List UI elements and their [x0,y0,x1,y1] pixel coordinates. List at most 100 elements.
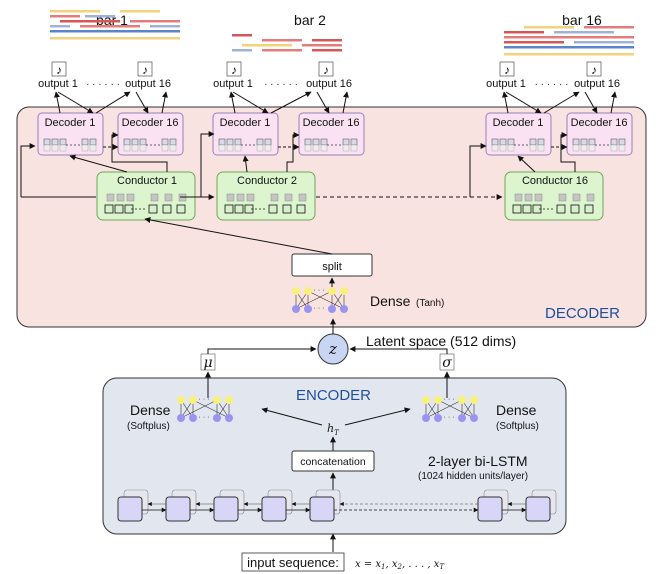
decoder-label: Decoder 16 [303,117,360,129]
piano-roll [232,34,342,52]
music-note-icon: ♪ [323,63,329,77]
dense-top-neuron [213,396,221,404]
piano-roll-note [50,10,100,13]
dense-ellipsis: · · · [199,396,210,403]
note-box [51,61,67,77]
piano-roll-note [524,26,574,29]
dense-bottom-neuron [470,414,478,422]
piano-roll-note [262,49,302,52]
dense-left-label: Dense [130,402,171,418]
bar-group: bar 2♪♪output 1· · · · · ·output 16Decod… [212,12,365,221]
dense-bottom-neuron [458,414,466,422]
dense-right-label: Dense [496,402,537,418]
piano-roll-note [312,39,342,42]
piano-roll-note [584,26,634,29]
note-box [499,61,515,77]
music-note-icon: ♪ [591,63,597,77]
split-label: split [322,261,342,273]
dense-top-neuron [458,396,466,404]
output-first-label: output 1 [38,78,78,90]
dense-right-activation: (Softplus) [496,421,539,432]
latent-z-symbol: z [328,340,337,358]
bar-title: bar 2 [294,12,326,28]
piano-roll-note [85,15,115,18]
dense-softplus-right-layer: · · · · · · [422,396,478,422]
lstm-forward-cell [309,496,335,522]
piano-roll-note [312,49,342,52]
mu-symbol: μ [203,355,212,371]
note-box [137,61,153,77]
sigma-to-z-arrow [349,346,448,354]
dense-softplus-left-layer: · · · · · · [177,396,233,422]
bi-lstm-cells [117,489,557,522]
decoder-label: Decoder 1 [493,117,544,129]
piano-roll-note [50,30,180,33]
output-last-label: output 16 [125,78,171,90]
dense-top-neuron [225,396,233,404]
piano-roll [50,10,180,40]
note-box [226,61,242,77]
h-t-symbol: hT [327,422,340,437]
output-ellipsis: · · · · · · [535,79,569,90]
dense-top-neuron [434,396,442,404]
lstm-forward-cell [261,496,287,522]
piano-roll-note [232,49,252,52]
piano-roll-note [232,34,252,37]
piano-roll-note [554,31,614,34]
piano-roll-note [80,25,140,28]
piano-roll-note [262,39,302,42]
dense-ellipsis: · · · [199,414,210,421]
music-note-icon: ♪ [56,63,62,77]
dense-bottom-neuron [304,305,312,313]
piano-roll-note [50,37,180,40]
dense-top-neuron [189,396,197,404]
conductor-label: Conductor 2 [237,175,297,187]
dense-tanh-layer: · · ·· · · [292,287,348,313]
dense-ellipsis: · · · [444,414,455,421]
dense-bottom-neuron [292,305,300,313]
lstm-forward-cell [477,496,503,522]
concatenation-label: concatenation [300,456,366,468]
encoder-section-label: ENCODER [296,387,371,404]
music-note-icon: ♪ [504,63,510,77]
dense-bottom-neuron [422,414,430,422]
decoder-panel [16,106,647,328]
piano-roll-note [60,20,120,23]
dense-bottom-neuron [225,414,233,422]
dense-ellipsis: · · · [444,396,455,403]
piano-roll-note [504,53,634,56]
dense-top-neuron [328,287,336,295]
piano-roll-note [120,10,160,13]
dense-ellipsis: · · · [314,305,325,312]
note-box [318,61,334,77]
piano-roll-note [504,41,564,44]
dense-tanh-label: Dense [370,293,411,309]
decoder-label: Decoder 1 [220,117,271,129]
piano-roll-note [50,25,70,28]
piano-roll-note [130,20,180,23]
decoder-label: Decoder 16 [571,117,628,129]
ht-to-dense-right-arrow [344,407,411,426]
dense-bottom-neuron [177,414,185,422]
dense-tanh-activation: (Tanh) [416,298,444,309]
lstm-units-label: (1024 hidden units/layer) [418,471,528,482]
piano-roll-note [504,31,544,34]
output-ellipsis: · · · · · · [264,79,298,90]
note-box [586,61,602,77]
concatenation-box [291,450,375,472]
output-first-label: output 1 [213,78,253,90]
dense-top-neuron [292,287,300,295]
input-sequence-box [241,552,345,572]
output-last-label: output 16 [574,78,620,90]
dense-bottom-neuron [213,414,221,422]
decoder-section-label: DECODER [545,305,620,322]
dense-bottom-neuron [189,414,197,422]
conductor-label: Conductor 16 [522,175,588,187]
output-ellipsis: · · · · · · [86,79,120,90]
output-last-label: output 16 [306,78,352,90]
dense-bottom-neuron [328,305,336,313]
piano-roll-note [574,41,634,44]
piano-roll-note [242,44,292,47]
dense-top-neuron [340,287,348,295]
